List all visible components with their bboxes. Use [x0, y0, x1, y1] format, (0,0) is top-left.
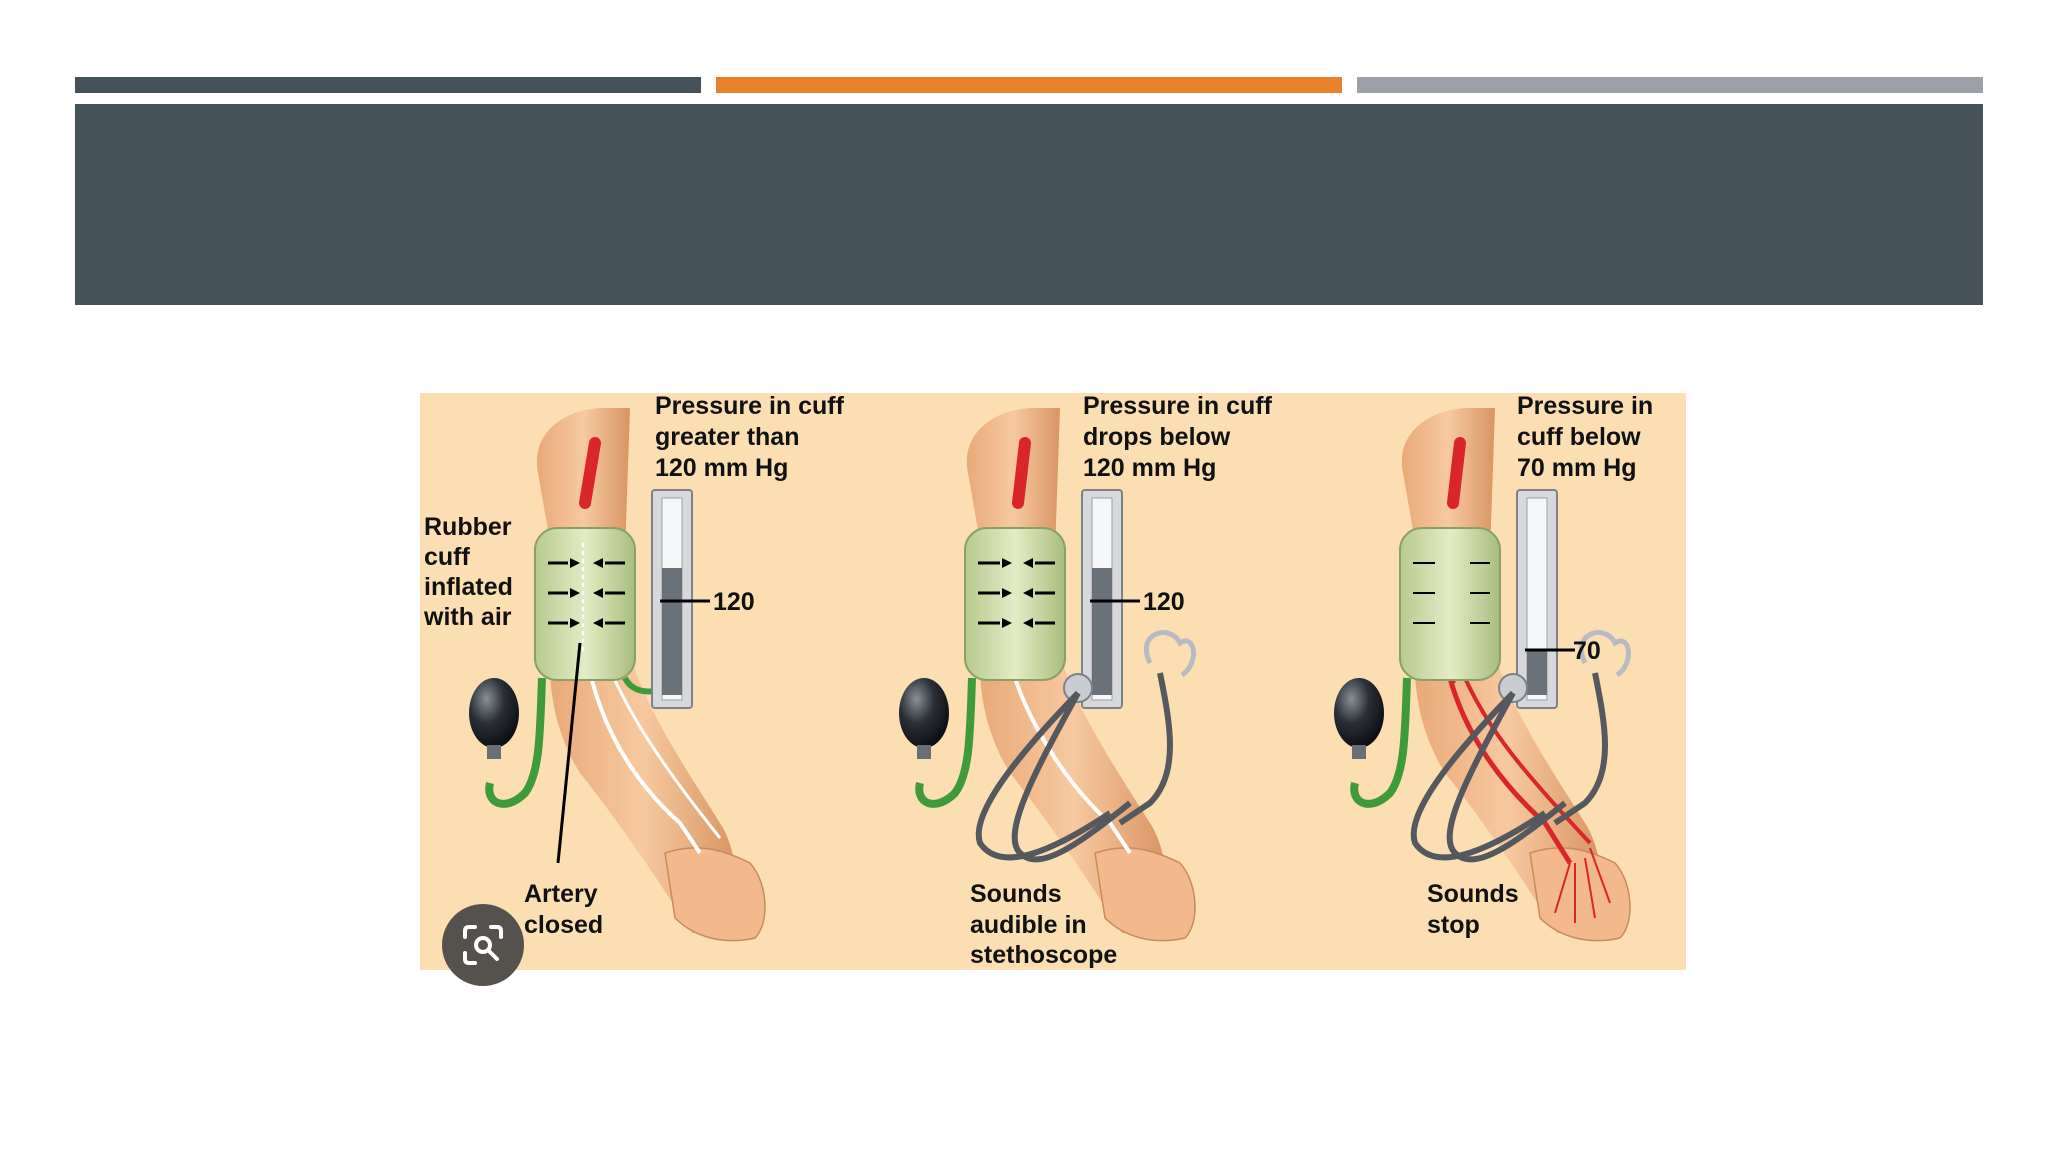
panel2-pressure-line2: drops below: [1083, 423, 1231, 451]
panel1-bottom-line2: closed: [524, 911, 603, 939]
panel1-pressure-line1: Pressure in cuff: [655, 393, 845, 420]
panel1-side-line3: inflated: [424, 573, 513, 601]
visual-search-button[interactable]: [442, 904, 524, 986]
panel1-gauge-value: 120: [713, 588, 755, 616]
panel3-pressure-line1: Pressure in: [1517, 393, 1653, 420]
panel3-gauge-value: 70: [1573, 637, 1601, 665]
panel1-pressure-line2: greater than: [655, 423, 799, 451]
panel3-pressure-line3: 70 mm Hg: [1517, 454, 1636, 482]
accent-bar-gray: [1357, 77, 1983, 93]
panel1-bottom-line1: Artery: [524, 880, 598, 908]
panel2-pressure-line3: 120 mm Hg: [1083, 454, 1216, 482]
panel1-pressure-line3: 120 mm Hg: [655, 454, 788, 482]
panel2-bottom-line1: Sounds: [970, 880, 1062, 908]
panel1-side-line1: Rubber: [424, 513, 512, 541]
blood-pressure-diagram: Pressure in cuff greater than 120 mm Hg …: [420, 393, 1686, 970]
visual-search-icon: [461, 923, 505, 967]
panel2-gauge-value: 120: [1143, 588, 1185, 616]
panel2-bottom-line2: audible in: [970, 911, 1087, 939]
panel3-bottom-line2: stop: [1427, 911, 1480, 939]
panel2-bottom-line3: stethoscope: [970, 941, 1117, 969]
panel3-pressure-line2: cuff below: [1517, 423, 1641, 451]
panel2-pressure-line1: Pressure in cuff: [1083, 393, 1273, 420]
accent-bar-dark: [75, 77, 701, 93]
panel1-side-line2: cuff: [424, 543, 471, 571]
panel3-bottom-line1: Sounds: [1427, 880, 1519, 908]
accent-bar-orange: [716, 77, 1342, 93]
title-band: [75, 104, 1983, 305]
panel1-side-line4: with air: [423, 603, 512, 631]
